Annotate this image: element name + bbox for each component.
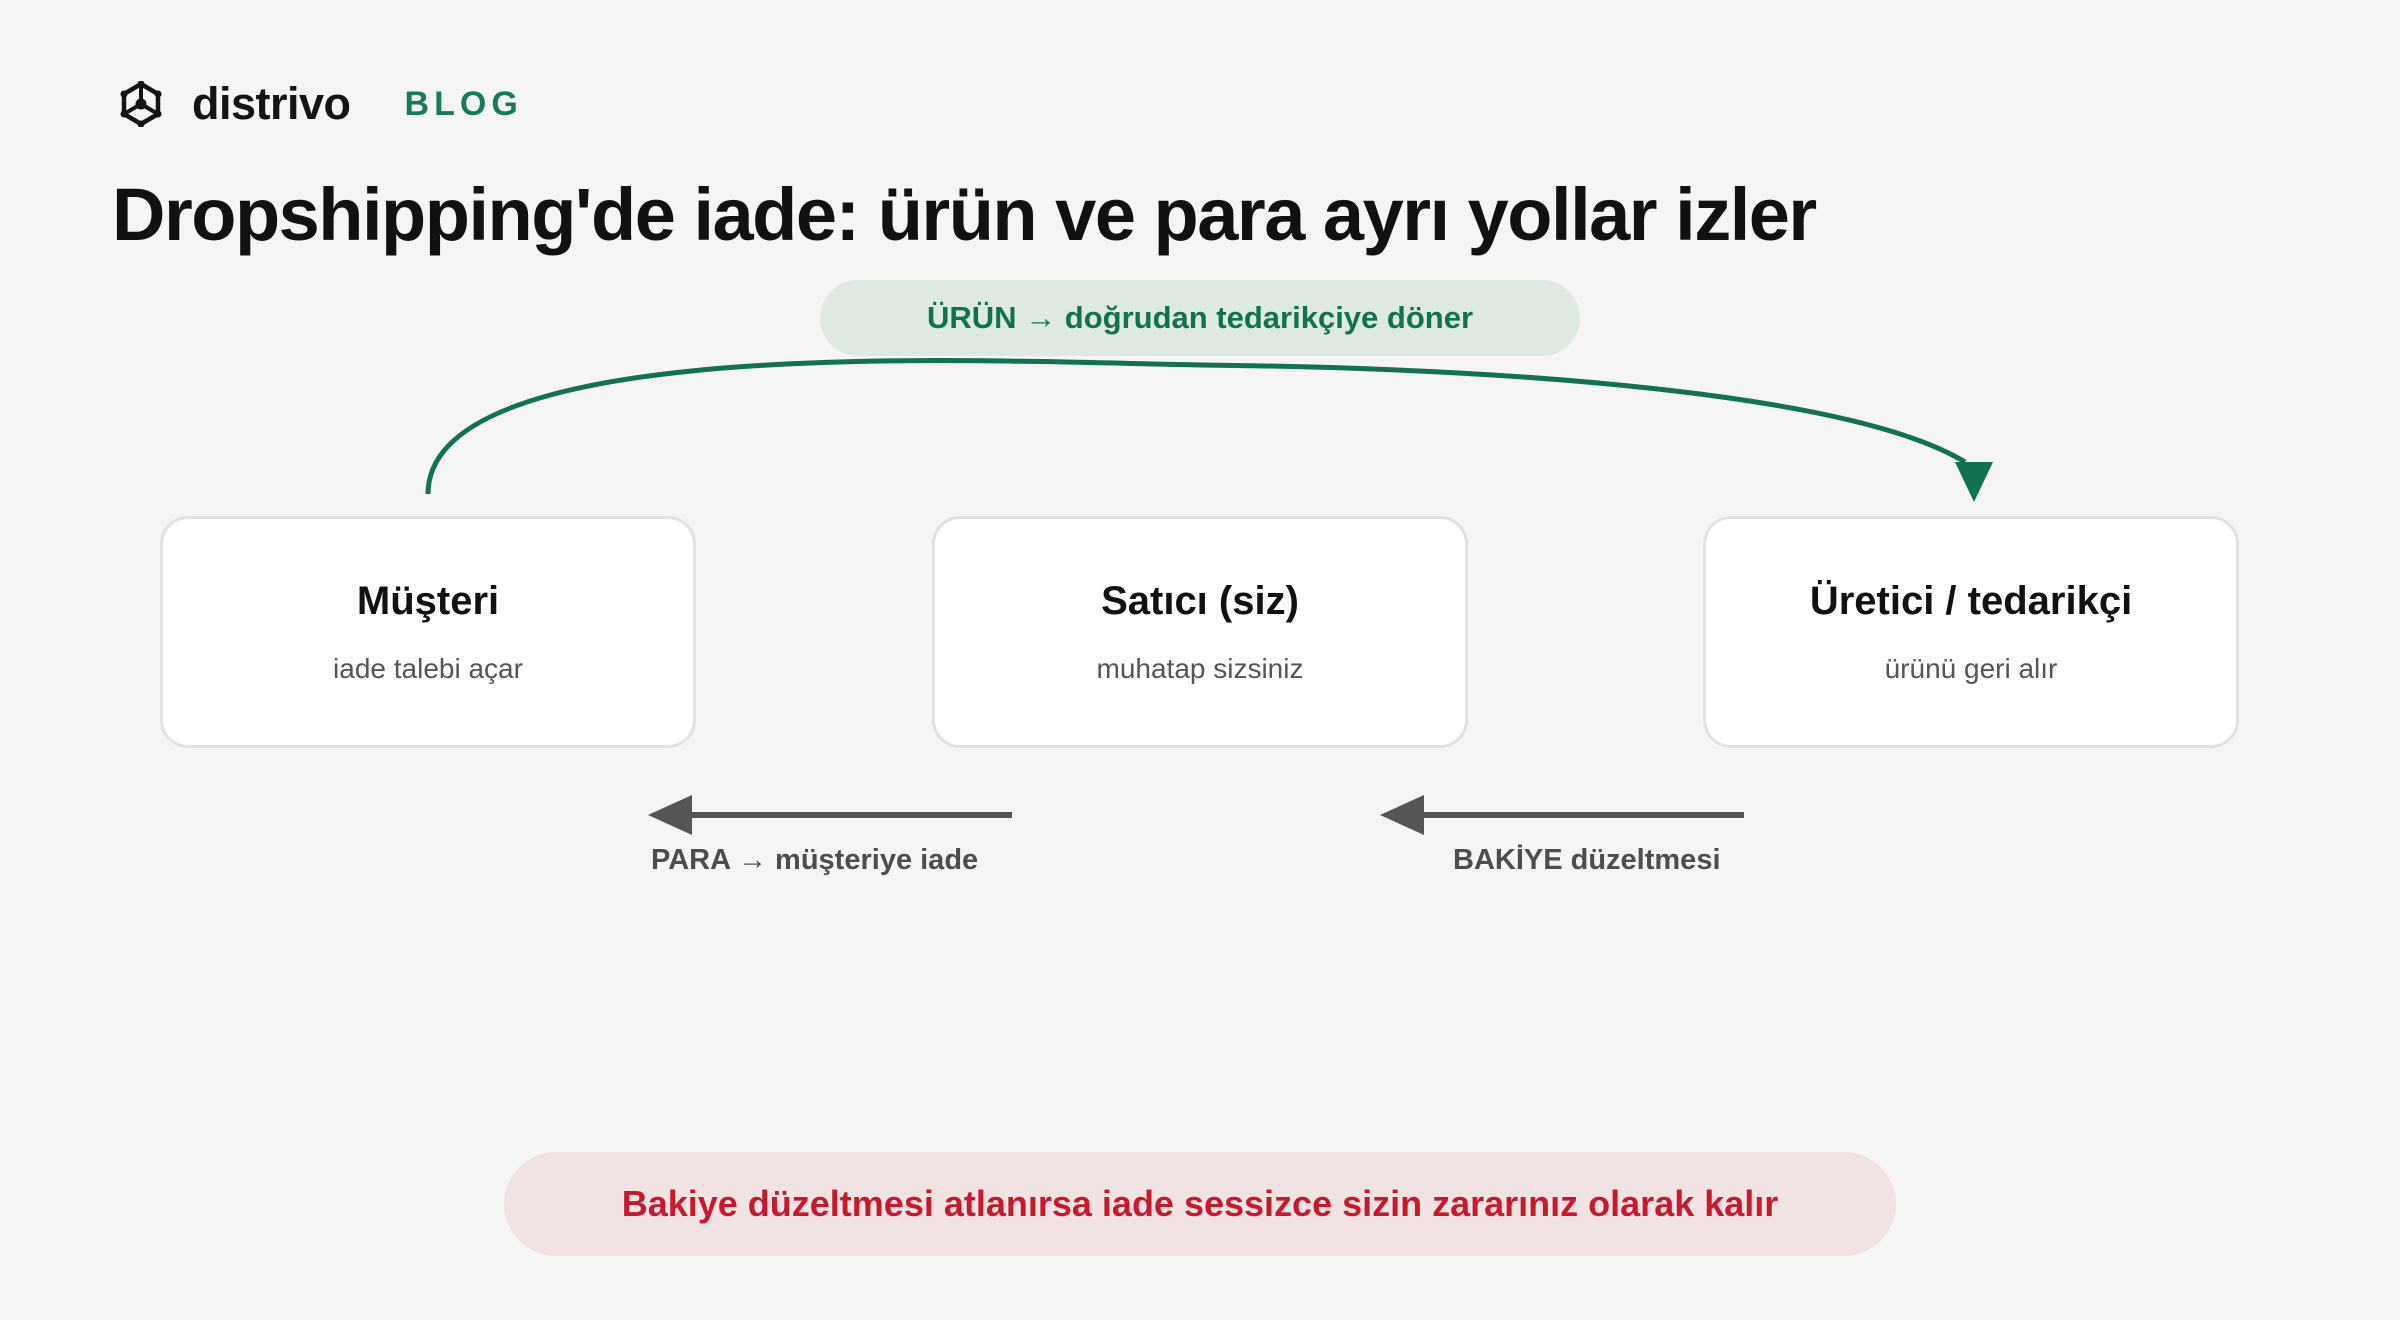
money-refund-arrowhead [648, 795, 692, 835]
balance-correction-arrowhead [1380, 795, 1424, 835]
node-subtitle: muhatap sizsiniz [1096, 653, 1304, 684]
warning-banner: Bakiye düzeltmesi atlanırsa iade sessizc… [504, 1152, 1896, 1256]
balance-correction-label: BAKİYE düzeltmesi [1453, 844, 1721, 876]
product-return-arrow [425, 358, 1967, 495]
product-flow-label: ÜRÜN → doğrudan tedarikçiye döner [820, 280, 1580, 356]
site-header: distrivo BLOG [118, 74, 523, 134]
page-title: Dropshipping'de iade: ürün ve para ayrı … [112, 173, 1817, 256]
money-refund-label: PARA → müşteriye iade [651, 844, 979, 876]
node-title: Müşteri [356, 579, 500, 623]
node-seller: Satıcı (siz) muhatap sizsiniz [932, 516, 1468, 748]
node-subtitle: iade talebi açar [333, 653, 523, 684]
brand-name[interactable]: distrivo [192, 78, 351, 129]
node-subtitle: ürünü geri alır [1884, 653, 2058, 684]
gear-network-icon[interactable] [118, 81, 164, 127]
node-customer: Müşteri iade talebi açar [160, 516, 696, 748]
node-title: Üretici / tedarikçi [1809, 579, 2133, 623]
product-arrowhead [1955, 462, 1993, 502]
node-supplier: Üretici / tedarikçi ürünü geri alır [1703, 516, 2239, 748]
blog-section-link[interactable]: BLOG [404, 84, 523, 123]
node-title: Satıcı (siz) [1101, 579, 1299, 623]
